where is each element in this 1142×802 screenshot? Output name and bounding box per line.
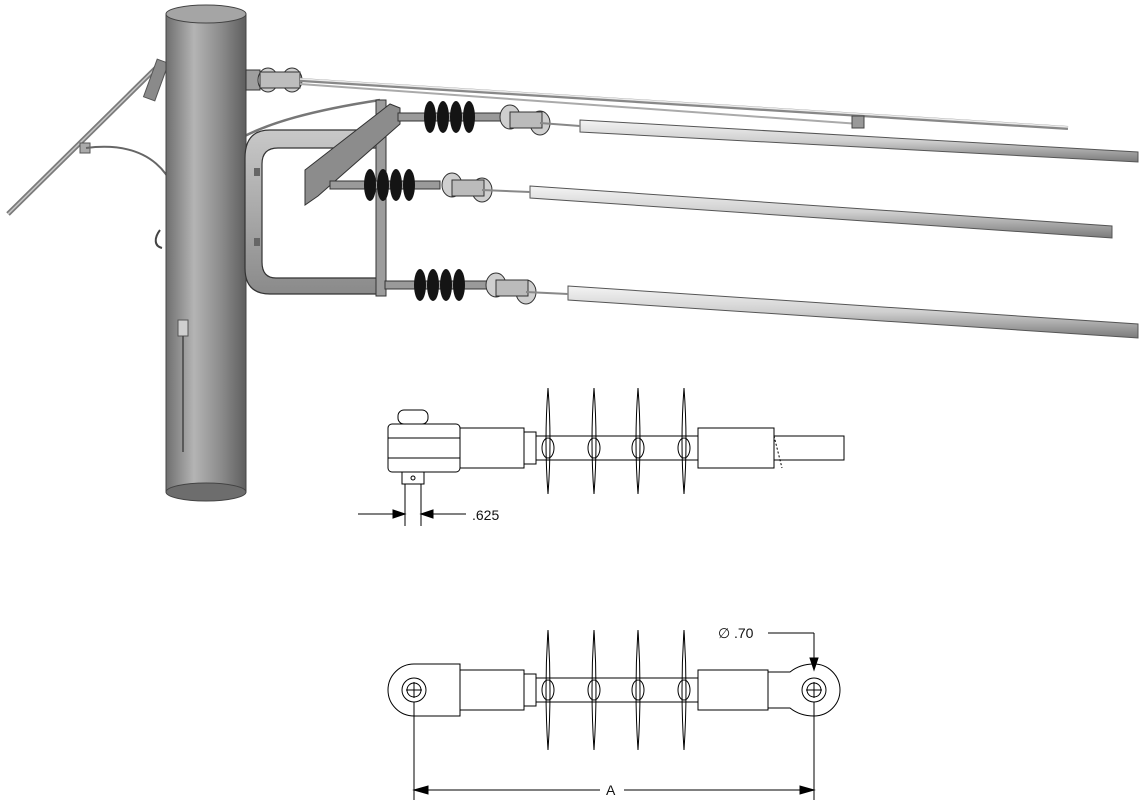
clevis-gap-label: .625 [472, 507, 499, 523]
cross-arm [304, 103, 401, 206]
diameter-symbol: ∅ [718, 625, 730, 641]
utility-pole [165, 4, 247, 502]
overall-length-label: A [606, 782, 616, 798]
overall-length-dimension [412, 702, 816, 800]
conductor-middle [529, 185, 1113, 239]
conductor-lower [567, 285, 1139, 339]
eye-diameter-label: .70 [734, 625, 754, 641]
top-conductor [299, 78, 1069, 130]
insulator-lower [384, 269, 537, 305]
clevis-gap-dimension [358, 484, 466, 526]
insulator-side-view-clevis [387, 387, 845, 495]
ground-wire [85, 145, 179, 330]
insulator-middle [329, 169, 493, 203]
top-clevis [245, 67, 303, 93]
pole-3d-view [6, 4, 1139, 502]
insulator-side-view-eye [387, 629, 841, 751]
eye-diameter-callout [768, 632, 819, 672]
conductor-upper [579, 119, 1139, 163]
insulator-upper [397, 101, 551, 136]
